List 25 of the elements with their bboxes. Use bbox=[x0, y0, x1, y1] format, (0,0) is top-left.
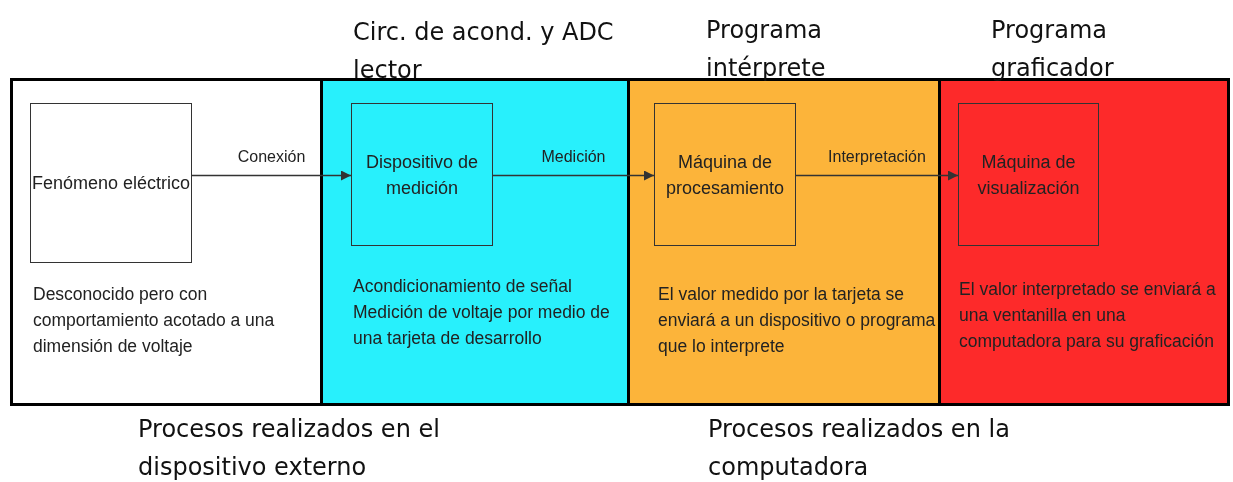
arrow bbox=[492, 170, 655, 181]
box-label: Máquina de procesamiento bbox=[664, 150, 786, 200]
section-label: Procesos realizados en el dispositivo externo bbox=[138, 414, 441, 482]
description-text: El valor medido por la tarjeta se enviará a un dispositivo o programa que lo interprete bbox=[658, 283, 937, 358]
stage-panel bbox=[10, 78, 323, 406]
arrow bbox=[795, 170, 959, 181]
box-label: Dispositivo de medición bbox=[364, 150, 480, 200]
process-box bbox=[958, 103, 1099, 246]
description-text: Acondicionamiento de señal bbox=[353, 275, 573, 298]
process-box bbox=[30, 103, 192, 263]
edge-label: Conexión bbox=[237, 147, 306, 166]
panel-heading: Circ. de acond. y ADC lector bbox=[353, 17, 615, 86]
box-label: Máquina de visualización bbox=[976, 150, 1081, 200]
panel-heading: Programa intérprete bbox=[706, 15, 827, 84]
panel-heading: Programa graficador bbox=[991, 15, 1115, 84]
edge-label: Interpretación bbox=[828, 147, 926, 166]
box-label: Fenómeno eléctrico bbox=[31, 172, 191, 195]
description-text: Desconocido pero con comportamiento acotado a una dimensión de voltaje bbox=[33, 283, 276, 358]
process-box bbox=[654, 103, 796, 246]
description-text: Medición de voltaje por medio de una tarjeta de desarrollo bbox=[353, 301, 611, 350]
process-box bbox=[351, 103, 493, 246]
description-text: El valor interpretado se enviará a una ventanilla en una computadora para su graficación bbox=[959, 278, 1217, 353]
edge-label: Medición bbox=[541, 147, 606, 166]
section-label: Procesos realizados en la computadora bbox=[708, 414, 1011, 482]
arrow bbox=[191, 170, 352, 181]
